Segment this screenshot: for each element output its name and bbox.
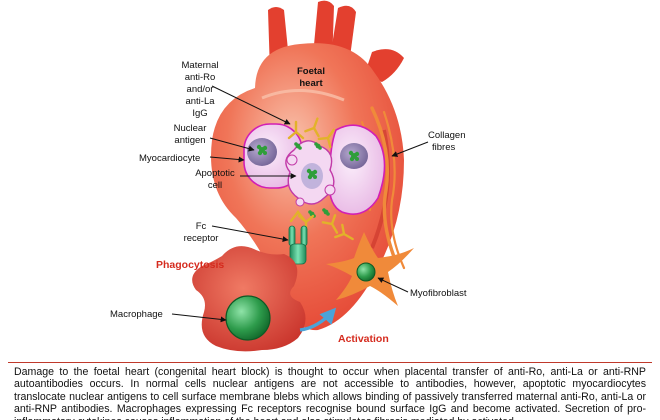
maternal-igg-label: Maternal anti-Ro and/or anti-La IgG: [182, 60, 219, 119]
fc-receptor-label-2: receptor: [184, 233, 219, 244]
nuclear-antigen-label-1: Nuclear: [174, 123, 207, 134]
collagen-fibres-label-2: fibres: [432, 142, 455, 153]
maternal-label-1: Maternal: [182, 60, 219, 71]
fc-receptor-label-1: Fc: [196, 221, 207, 232]
activation-arrow-icon: [299, 307, 337, 332]
macrophage: [192, 246, 306, 352]
heart-block-diagram: Foetal heart: [110, 0, 467, 352]
nuclear-antigen-icon: [256, 142, 360, 218]
myocardiocyte-label: Myocardiocyte: [139, 153, 200, 164]
activation-label: Activation: [338, 333, 389, 345]
maternal-label-2: anti-Ro: [185, 72, 216, 83]
maternal-label-5: IgG: [192, 108, 207, 119]
maternal-label-4: anti-La: [185, 96, 215, 107]
leader-lines: [171, 85, 429, 323]
foetal-heart-label-1: Foetal: [297, 66, 325, 77]
myofibroblast: [326, 232, 414, 306]
apoptotic-cell-label-2: cell: [208, 180, 222, 191]
apoptotic-cell-label-1: Apoptotic: [195, 168, 235, 179]
caption-divider: [8, 362, 652, 363]
fc-receptor-icon: [288, 210, 308, 265]
phagocytosis-label: Phagocytosis: [156, 259, 224, 271]
collagen-fibres-label-1: Collagen: [428, 130, 466, 141]
figure-caption: Damage to the foetal heart (congenital h…: [14, 366, 646, 420]
myocardiocyte-right: [328, 124, 386, 215]
myofibroblast-label: Myofibroblast: [410, 288, 467, 299]
nuclear-antigen-label-2: antigen: [174, 135, 205, 146]
maternal-label-3: and/or: [187, 84, 214, 95]
foetal-heart-label-2: heart: [299, 78, 323, 89]
macrophage-label: Macrophage: [110, 309, 163, 320]
